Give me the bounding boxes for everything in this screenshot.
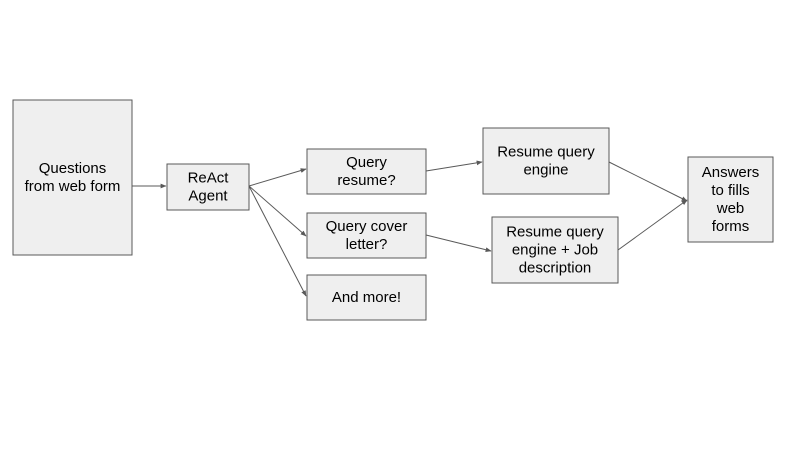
node-box-react-agent (166, 163, 250, 211)
node-box-and-more (306, 274, 427, 321)
node-box-query-cover-letter (306, 212, 427, 259)
node-label-query-cover-letter: letter? (346, 236, 388, 253)
node-label-resume-query-engine-job: engine + Job (512, 242, 598, 259)
node-label-and-more: And more! (332, 289, 401, 306)
node-label-answers: web (716, 200, 745, 217)
node-label-resume-query-engine: Resume query (497, 144, 595, 161)
edges-layer (132, 160, 688, 297)
node-label-answers: Answers (702, 164, 760, 181)
node-label-resume-query-engine-job: description (519, 260, 592, 277)
arrow-resume-query-engine-job-to-answers (617, 199, 688, 251)
node-label-resume-query-engine: engine (523, 162, 568, 179)
node-label-answers: forms (712, 218, 750, 235)
node-label-resume-query-engine-job: Resume query (506, 224, 604, 241)
node-box-questions (12, 99, 133, 256)
arrow-react-agent-to-and-more (248, 185, 307, 297)
node-label-react-agent: Agent (188, 188, 228, 205)
arrow-react-agent-to-query-resume (248, 168, 307, 187)
arrow-resume-query-engine-to-answers (608, 161, 688, 202)
node-label-query-cover-letter: Query cover (326, 218, 408, 235)
node-label-query-resume: Query (346, 154, 387, 171)
node-box-resume-query-engine (482, 127, 610, 195)
node-and-more: And more! (306, 274, 427, 321)
node-label-questions: from web form (25, 178, 121, 195)
arrow-query-cover-letter-to-resume-query-engine-job (425, 234, 492, 253)
arrow-react-agent-to-query-cover-letter (248, 185, 307, 237)
node-label-answers: to fills (711, 182, 749, 199)
node-box-answers (687, 156, 774, 243)
node-label-questions: Questions (39, 160, 107, 177)
node-label-query-resume: resume? (337, 172, 395, 189)
node-label-react-agent: ReAct (188, 170, 230, 187)
node-box-query-resume (306, 148, 427, 195)
arrow-query-resume-to-resume-query-engine (425, 160, 483, 172)
node-box-resume-query-engine-job (491, 216, 619, 284)
